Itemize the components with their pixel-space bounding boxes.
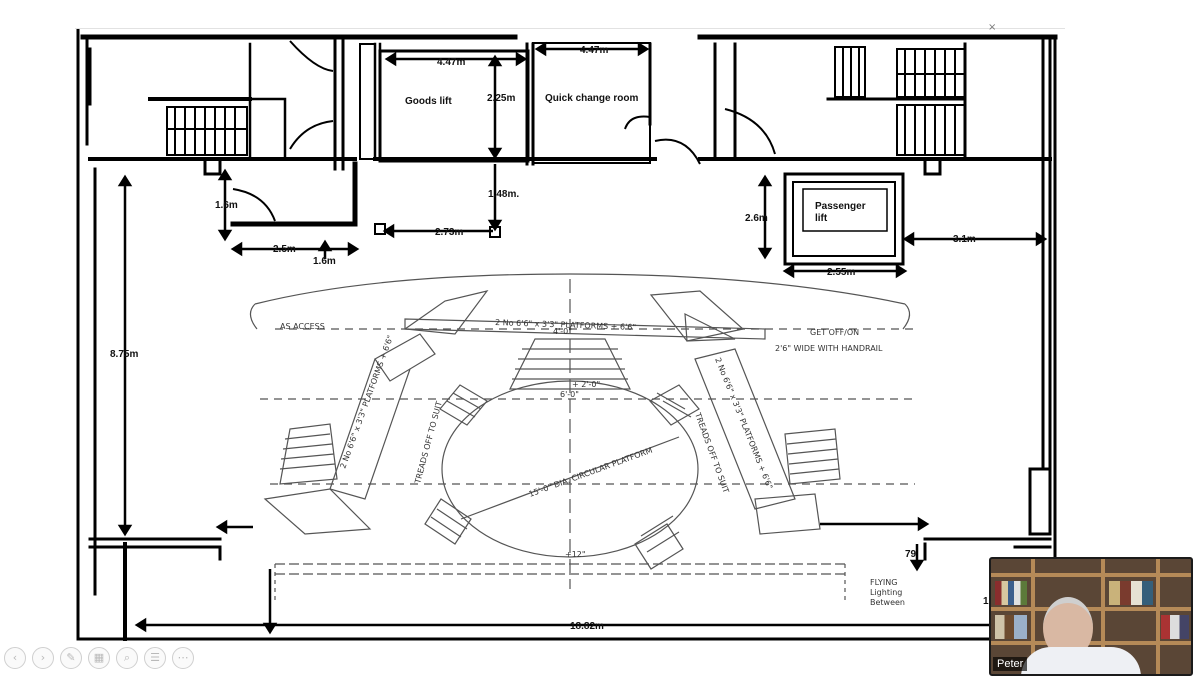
slideshow-toolbar: ‹ › ✎ ▦ ⌕ ☰ ⋯ bbox=[4, 647, 194, 671]
door-swings bbox=[232, 40, 776, 222]
sketch-left-platforms: 2 No 6'6" x 3'3" PLATFORMS + 6'6" bbox=[338, 334, 395, 470]
slide-canvas: Goods lift Quick change room Passenger l… bbox=[75, 28, 1065, 645]
more-options-icon[interactable]: ⋯ bbox=[172, 647, 194, 669]
dim-edge-small: 79 bbox=[905, 549, 917, 560]
close-icon[interactable]: × bbox=[988, 22, 997, 33]
dim-goods-lift-depth: 2.25m bbox=[487, 93, 515, 104]
sketch-height-plus2: + 2'-0" bbox=[572, 380, 600, 389]
sketch-wide-note: 2'6" WIDE WITH HANDRAIL bbox=[775, 344, 883, 353]
quick-change-room bbox=[532, 42, 651, 164]
stage-sketch bbox=[249, 273, 915, 604]
dimension-arrows bbox=[117, 41, 1048, 635]
sketch-access: AS ACCESS bbox=[280, 322, 325, 331]
sketch-get-off: GET OFF/ON bbox=[810, 328, 859, 337]
participant-video: Peter bbox=[989, 557, 1193, 676]
dim-goods-lift-width: 4.47m bbox=[437, 57, 465, 68]
sketch-plus12: +12" bbox=[565, 550, 586, 559]
dim-corridor-depth: 1.48m. bbox=[488, 189, 519, 200]
passenger-lift-label-line1: Passenger bbox=[815, 201, 866, 212]
sketch-flying: FLYING bbox=[870, 578, 897, 587]
speaker-name-label: Peter bbox=[993, 657, 1028, 671]
sketch-width-6ft: 6'-0" bbox=[560, 390, 579, 399]
dim-lift-side: 3.1m bbox=[953, 234, 976, 245]
dim-room-width: 18.82m bbox=[570, 621, 604, 632]
subtitles-icon[interactable]: ☰ bbox=[144, 647, 166, 669]
passenger-lift-shaft bbox=[783, 172, 905, 266]
previous-slide-button[interactable]: ‹ bbox=[4, 647, 26, 669]
goods-lift-label: Goods lift bbox=[405, 96, 452, 107]
dim-wall-width: 2.5m bbox=[273, 244, 296, 255]
floor-plan: Goods lift Quick change room Passenger l… bbox=[76, 29, 1058, 641]
dim-lift-height: 2.6m bbox=[745, 213, 768, 224]
sketch-between: Between bbox=[870, 598, 905, 607]
dim-lift-width: 2.55m bbox=[827, 267, 855, 278]
dim-room-depth: 8.75m bbox=[110, 349, 138, 360]
dim-quick-change-width: 4.47m bbox=[580, 45, 608, 56]
dim-column-width: 1.6m bbox=[313, 256, 336, 267]
zoom-icon[interactable]: ⌕ bbox=[116, 647, 138, 669]
all-slides-icon[interactable]: ▦ bbox=[88, 647, 110, 669]
sketch-treads-right: TREADS OFF TO SUIT bbox=[693, 411, 731, 495]
dim-edge-cut: 1. bbox=[983, 596, 992, 607]
speaker-body bbox=[1021, 647, 1141, 674]
sketch-width-4ft: 4'-0" bbox=[553, 327, 572, 336]
pen-icon[interactable]: ✎ bbox=[60, 647, 82, 669]
stairs bbox=[166, 46, 966, 156]
passenger-lift-label-line2: lift bbox=[815, 213, 828, 224]
dim-corridor-width: 2.73m bbox=[435, 227, 463, 238]
sketch-lighting: Lighting bbox=[870, 588, 902, 597]
quick-change-room-label: Quick change room bbox=[545, 93, 638, 104]
dim-door-width: 1.6m bbox=[215, 200, 238, 211]
next-slide-button[interactable]: › bbox=[32, 647, 54, 669]
sketch-circular-platform: 15'-0" DIA. CIRCULAR PLATFORM bbox=[528, 446, 654, 499]
sketch-treads-left: TREADS OFF TO SUIT bbox=[413, 400, 444, 485]
goods-lift-shaft bbox=[359, 43, 530, 163]
